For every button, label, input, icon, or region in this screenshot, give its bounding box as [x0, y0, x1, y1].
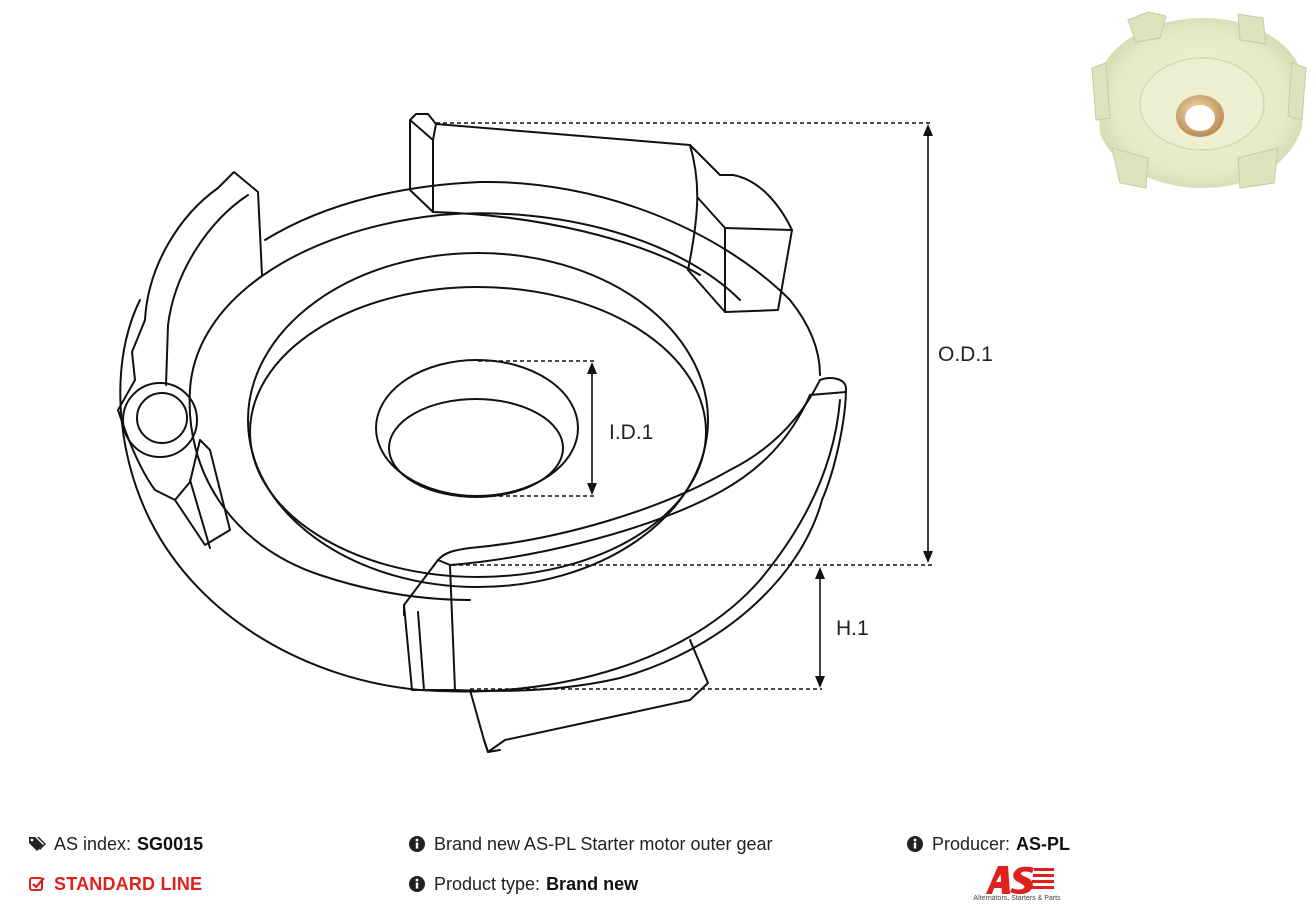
as-logo-mark — [986, 866, 1054, 895]
od-label: O.D.1 — [938, 343, 993, 366]
as-index-label: AS index: — [54, 834, 132, 854]
id-label: I.D.1 — [609, 421, 653, 444]
outer-ring — [247, 252, 709, 588]
product-type-label: Product type: — [434, 874, 541, 894]
rim-top-edge — [264, 180, 821, 376]
description-row: Brand new AS-PL Starter motor outer gear — [408, 833, 773, 855]
logo-tagline: Alternators, Starters & Parts — [973, 895, 1061, 902]
as-index-value: SG0015 — [137, 834, 204, 854]
left-arm — [217, 171, 263, 276]
inner-rim-low — [188, 389, 471, 601]
producer-label: Producer: — [932, 834, 1011, 854]
product-photo — [1091, 11, 1307, 189]
ring-inner-edge — [249, 286, 707, 578]
technical-drawing: O.D.1 I.D.1 H.1 — [117, 113, 993, 753]
producer-value: AS-PL — [1016, 834, 1071, 854]
left-boss-outer — [122, 382, 198, 458]
hub-inner — [388, 398, 564, 498]
top-tab — [409, 119, 434, 213]
standard-line-row: STANDARD LINE — [28, 873, 202, 895]
description-text: Brand new AS-PL Starter motor outer gear — [434, 834, 773, 854]
product-type-row: Product type: Brand new — [408, 873, 638, 895]
info-circle-icon — [906, 835, 924, 853]
info-circle-icon — [408, 875, 426, 893]
as-index-row: AS index: SG0015 — [28, 833, 203, 855]
front-tab — [403, 565, 456, 691]
as-logo[interactable]: Alternators, Starters & Parts — [962, 862, 1072, 905]
standard-line-label: STANDARD LINE — [54, 874, 203, 894]
producer-row: Producer: AS-PL — [906, 833, 1070, 855]
right-top-block — [687, 197, 793, 313]
inner-rim — [189, 212, 741, 391]
info-circle-icon — [408, 835, 426, 853]
h-label: H.1 — [836, 617, 869, 640]
tags-icon — [28, 835, 46, 853]
product-type-value: Brand new — [546, 874, 639, 894]
left-boss-inner — [136, 392, 188, 444]
check-square-icon — [28, 875, 46, 893]
